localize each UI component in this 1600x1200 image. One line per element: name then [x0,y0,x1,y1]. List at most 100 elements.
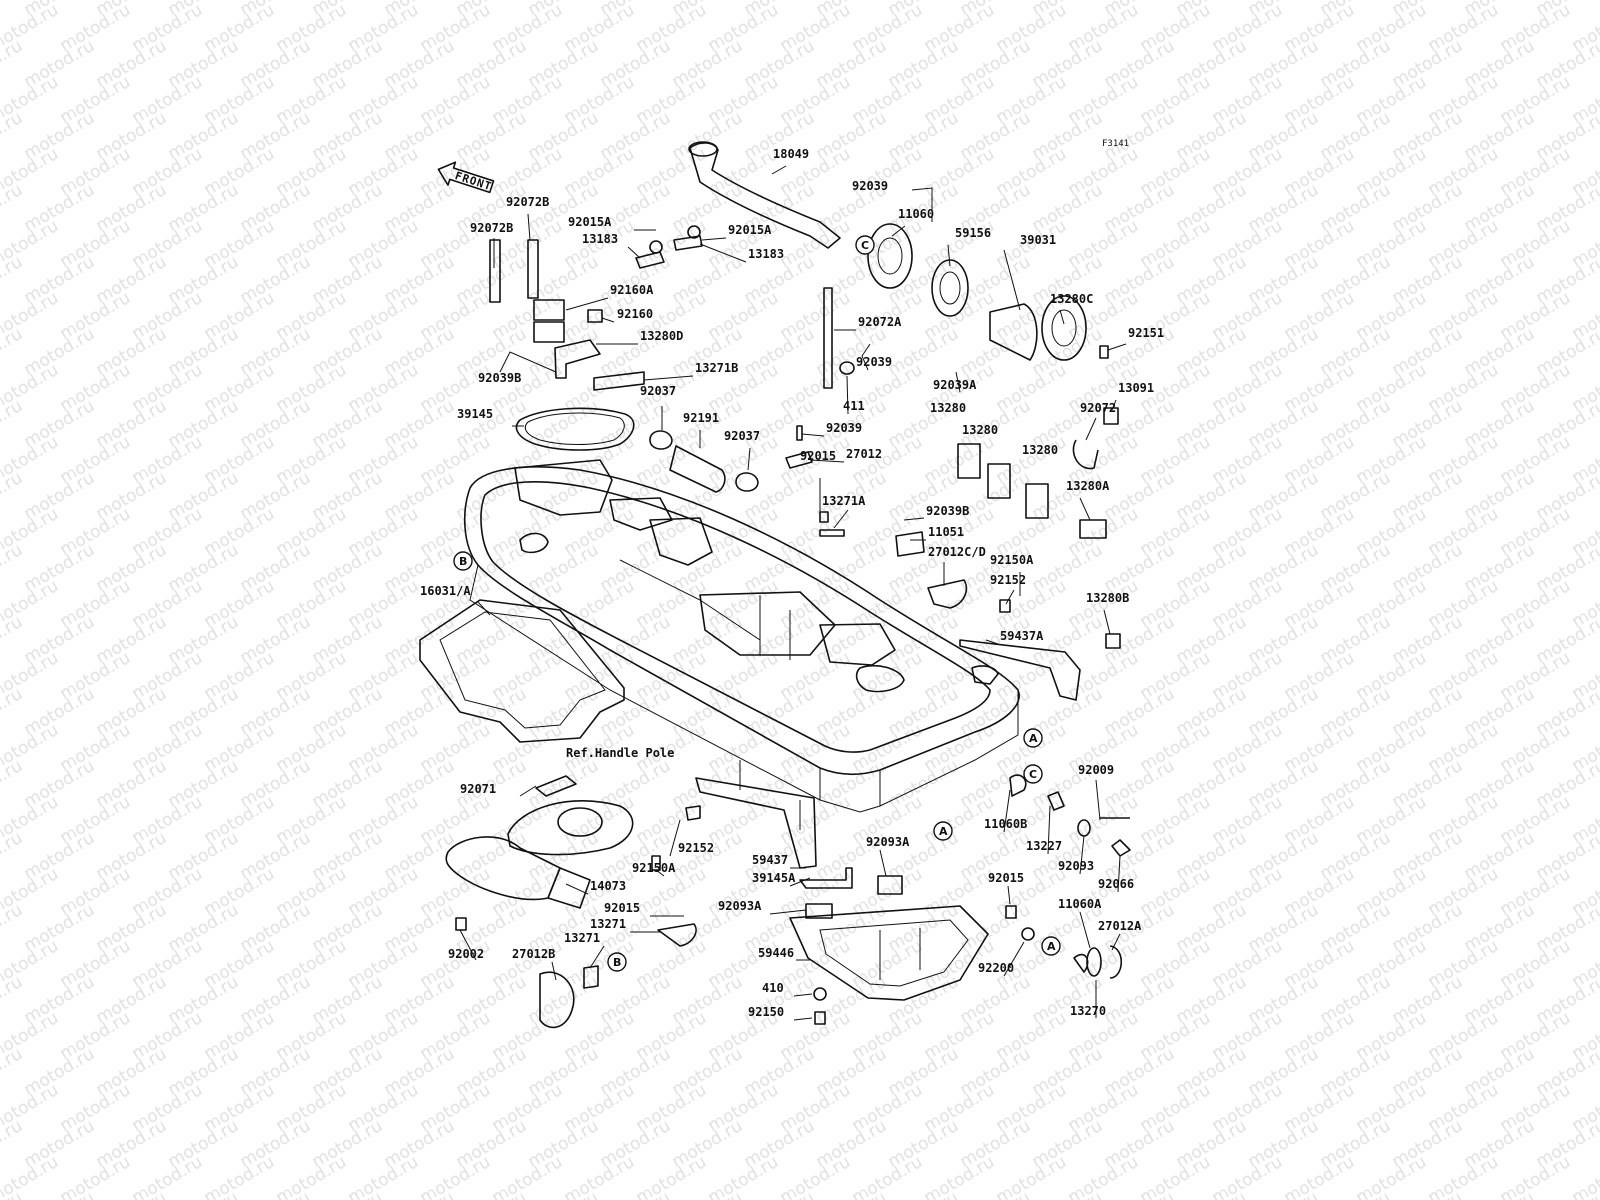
part-label-p92039B_right: 92039B [926,504,969,518]
ref-marker-c-right: C [1023,764,1043,784]
part-label-p11051: 11051 [928,525,964,539]
ref-marker-a-right1: A [1023,728,1043,748]
svg-text:B: B [459,555,467,568]
watermark-text: motod.ru [0,684,26,740]
part-label-p92150A_right: 92150A [990,553,1034,567]
part-label-p92015A_a: 92015A [728,223,772,237]
part-label-p39031: 39031 [1020,233,1056,247]
part-label-p13280_c: 13280 [1022,443,1058,457]
watermark-text: motod.ru [0,36,26,92]
part-label-p92039_top: 92039 [852,179,888,193]
part-label-p92072B_a: 92072B [506,195,549,209]
watermark-text: motod.ru [0,612,26,668]
part-label-p13271B: 13271B [695,361,738,375]
part-label-p27012CD: 27012C/D [928,545,986,559]
part-label-p14073: 14073 [590,879,626,893]
watermark-text: motod.ru [0,180,26,236]
part-label-p92037_a: 92037 [640,384,676,398]
reference-note-handle-pole: Ref.Handle Pole [566,746,674,760]
part-label-p11060A: 11060A [1058,897,1102,911]
part-label-p13271_a: 13271 [590,917,626,931]
part-label-p92039B_left: 92039B [478,371,521,385]
part-label-p59446: 59446 [758,946,794,960]
part-label-p92093A_bottom: 92093A [718,899,762,913]
watermark-text: motod.ru [0,1116,26,1172]
center-fasteners-group [649,287,1121,701]
part-label-p92150_bottom: 92150 [748,1005,784,1019]
watermark-text: motod.ru [0,396,26,452]
part-label-p11060B: 11060B [984,817,1027,831]
storage-tray-16031-a [419,599,625,743]
part-label-p27012B: 27012B [512,947,555,961]
duct-fittings-group [867,223,1119,470]
figure-code: F3141 [1102,139,1129,149]
watermark-text: motod.ru [0,1188,26,1200]
hose-clamp-blocks-13280 [957,443,1049,519]
part-label-p27012A: 27012A [1098,919,1142,933]
part-label-p59437A: 59437A [1000,629,1044,643]
ref-marker-c-top: C [855,235,875,255]
part-label-p92151: 92151 [1128,326,1164,340]
svg-text:A: A [939,825,948,838]
part-label-p11060: 11060 [898,207,934,221]
svg-text:C: C [1029,768,1037,781]
part-label-p13271A: 13271A [822,494,866,508]
part-label-p92150A_left: 92150A [632,861,676,875]
part-label-p13183_b: 13183 [748,247,784,261]
part-label-p92152_left: 92152 [678,841,714,855]
part-label-p411: 411 [843,399,865,413]
reference-markers: C B A C A B A [453,235,1061,972]
part-label-p92071: 92071 [460,782,496,796]
part-label-p16031A: 16031/A [420,584,471,598]
part-label-p13280D: 13280D [640,329,683,343]
part-label-p410: 410 [762,981,784,995]
part-label-p92072: 92072 [1080,401,1116,415]
part-label-p13270: 13270 [1070,1004,1106,1018]
ride-plate-59446 [789,867,989,1025]
watermark-text: motod.ru [0,828,26,884]
svg-text:A: A [1029,732,1038,745]
part-label-p18049: 18049 [773,147,809,161]
part-label-p13280_b: 13280 [962,423,998,437]
battery-bracket-group [489,225,703,391]
watermark-text: motod.ru [0,468,26,524]
part-label-p92066: 92066 [1098,877,1134,891]
part-label-p27012: 27012 [846,447,882,461]
part-label-p92072B_b: 92072B [470,221,513,235]
part-label-p92093: 92093 [1058,859,1094,873]
watermark-text: motod.ru [0,1044,26,1100]
watermark-text: motod.ru [0,756,26,812]
part-label-p92002: 92002 [448,947,484,961]
part-label-p13271_b: 13271 [564,931,600,945]
ref-marker-b-left: B [453,551,473,571]
leader-lines [459,165,1127,1021]
part-label-p92039_mid: 92039 [856,355,892,369]
part-label-p92093A_top: 92093A [866,835,910,849]
part-label-p13280_a: 13280 [930,401,966,415]
part-label-p92015_right: 92015 [988,871,1024,885]
part-label-p92009: 92009 [1078,763,1114,777]
part-label-p92191: 92191 [683,411,719,425]
svg-text:B: B [613,956,621,969]
part-label-p92039_c: 92039 [826,421,862,435]
part-label-p92039A: 92039A [933,378,977,392]
part-label-p59156: 59156 [955,226,991,240]
part-label-p92160: 92160 [617,307,653,321]
hull-assembly [463,459,1020,813]
part-label-p92015A_b: 92015A [568,215,612,229]
watermark-text: motod.ru [0,900,26,956]
part-label-p13280A: 13280A [1066,479,1110,493]
gasket-39145 [515,407,635,451]
intake-hose-18049 [688,141,841,249]
svg-text:C: C [861,239,869,252]
watermark-text: motod.ru [0,972,26,1028]
part-label-p13280C: 13280C [1050,292,1093,306]
svg-text:A: A [1047,940,1056,953]
part-label-p92037_b: 92037 [724,429,760,443]
part-label-p13280B: 13280B [1086,591,1129,605]
part-label-p92015_left: 92015 [604,901,640,915]
part-label-p13183_a: 13183 [582,232,618,246]
